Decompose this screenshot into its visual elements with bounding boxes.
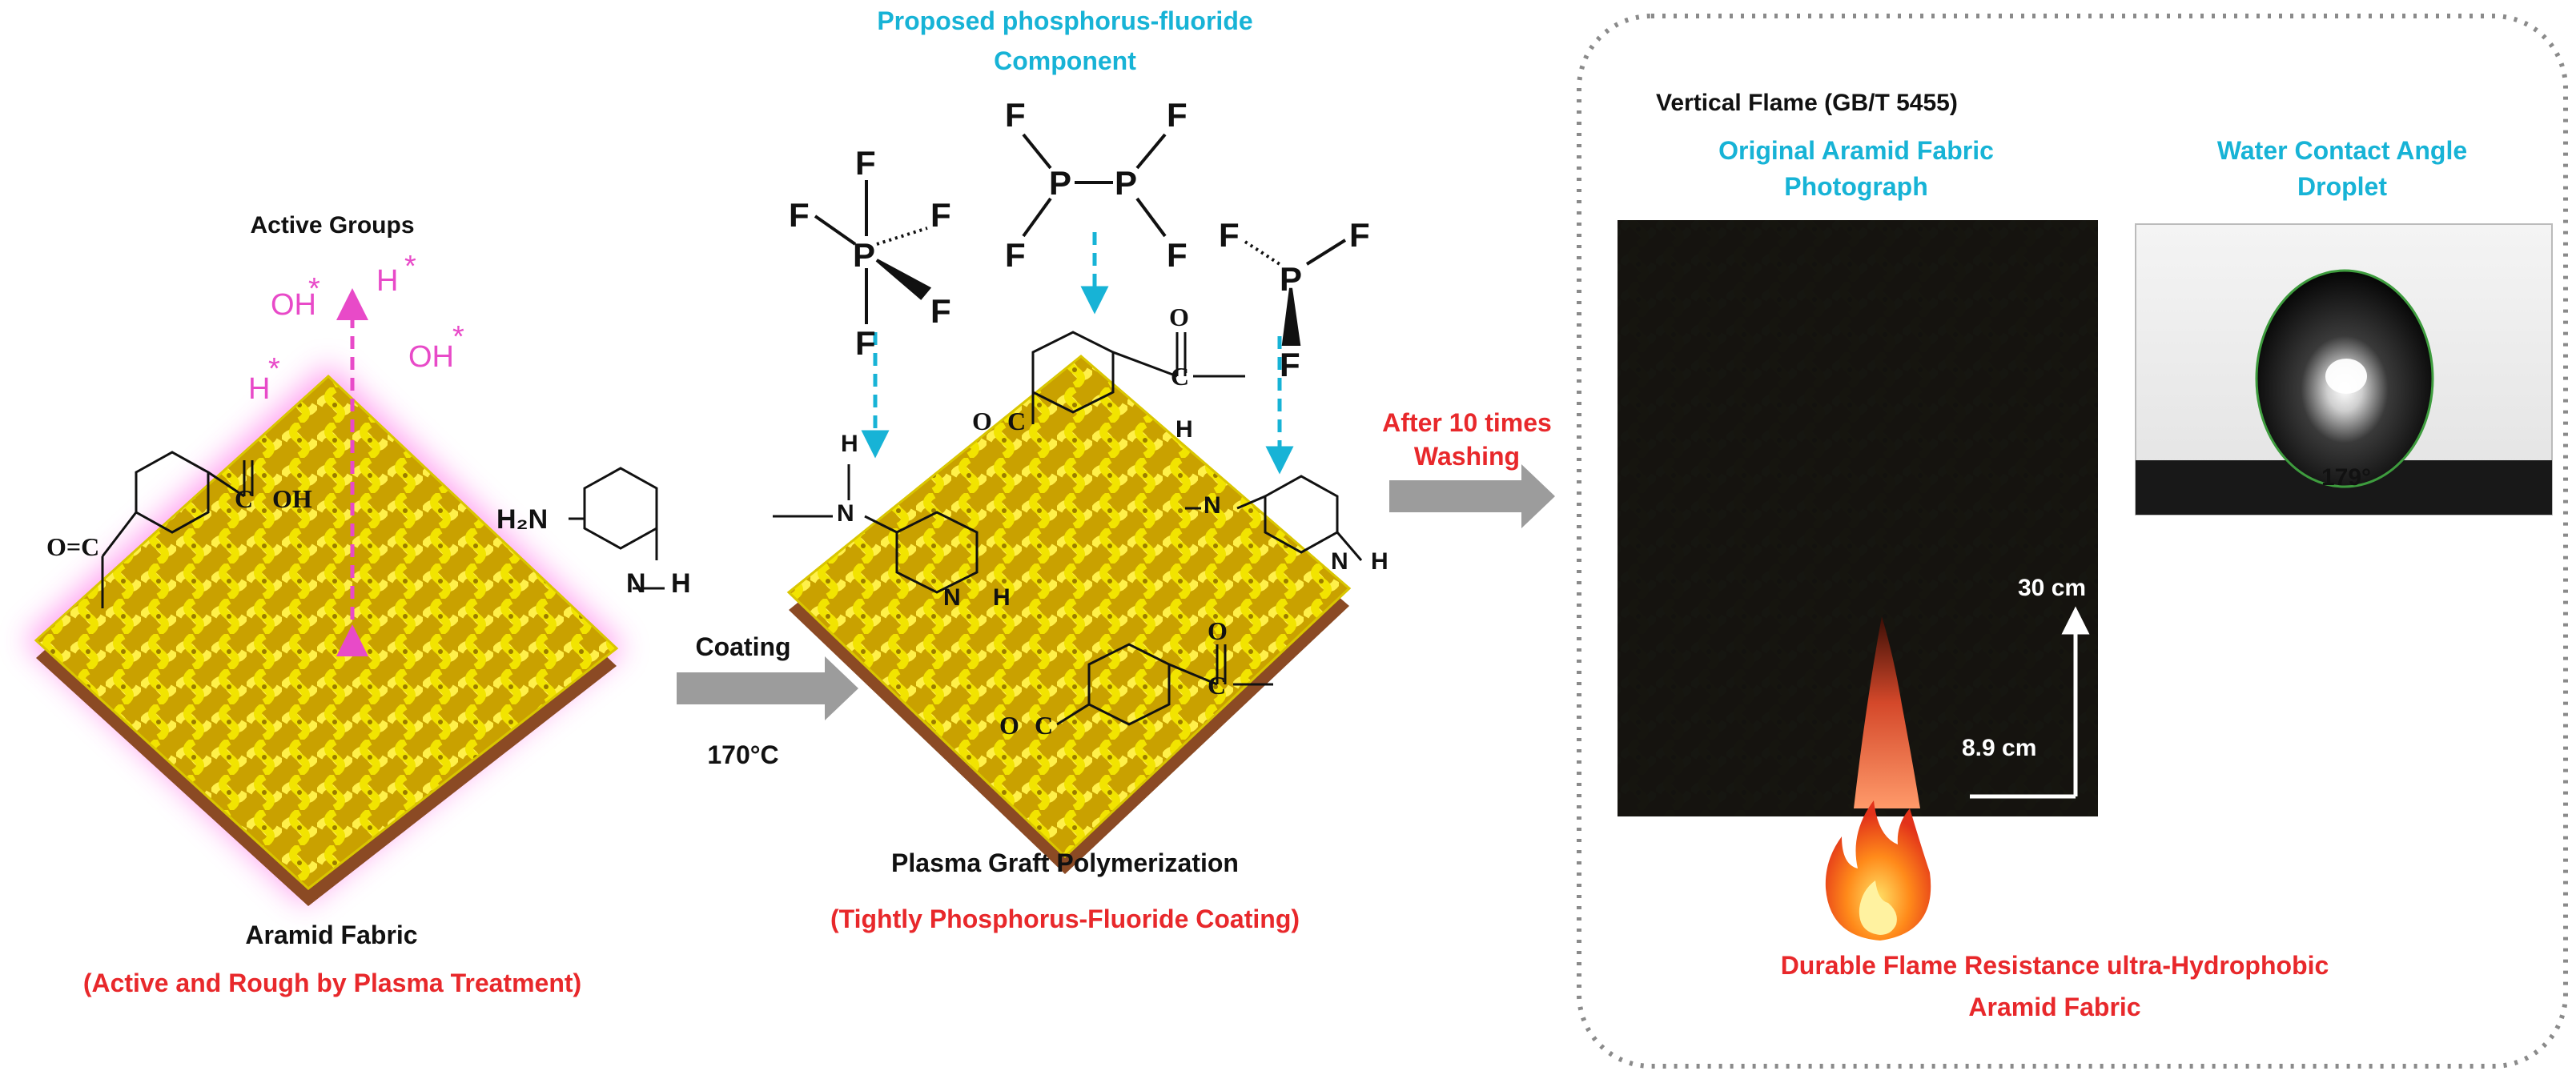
washing-arrow xyxy=(1389,464,1555,528)
pf6-molecule xyxy=(814,180,932,324)
atom-n: N xyxy=(1331,548,1348,575)
result-label: Durable Flame Resistance ultra-Hydrophob… xyxy=(1780,951,2329,980)
atom-o: O xyxy=(1208,616,1228,645)
atom-f: F xyxy=(1005,236,1026,274)
proposed-title: Proposed phosphorus-fluoride xyxy=(877,6,1253,35)
h-radical: H xyxy=(376,264,399,298)
fabric-surface xyxy=(34,374,619,890)
wca-title-line2: Droplet xyxy=(2297,172,2387,201)
atom-f: F xyxy=(1219,216,1240,254)
aramid-fabric-label: Aramid Fabric xyxy=(245,921,418,949)
atom-f: F xyxy=(1280,346,1300,383)
process-label: Plasma Graft Polymerization xyxy=(891,848,1239,877)
benzene-ring-left xyxy=(895,511,979,594)
atom-f: F xyxy=(930,196,951,234)
fire-icon xyxy=(1825,800,1931,941)
cooh-hydroxyl: OH xyxy=(272,484,312,513)
atom-n: N xyxy=(837,500,854,527)
atom-c: C xyxy=(1171,362,1190,391)
atom-c: C xyxy=(1035,711,1054,740)
atom-o: O xyxy=(972,407,992,435)
atom-h: H xyxy=(1371,548,1388,575)
flame-trace xyxy=(1854,616,1920,808)
panel-title: Vertical Flame (GB/T 5455) xyxy=(1656,90,1958,116)
atom-f: F xyxy=(855,144,876,182)
coating-arrow xyxy=(677,656,858,720)
temperature-label: 170°C xyxy=(707,740,779,769)
height-label: 30 cm xyxy=(2018,575,2087,601)
atom-o: O xyxy=(999,711,1019,740)
result-label-line2: Aramid Fabric xyxy=(1968,993,2141,1021)
active-groups-title: Active Groups xyxy=(250,212,415,239)
atom-f: F xyxy=(1167,96,1188,134)
atom-f: F xyxy=(1167,236,1188,274)
atom-o: O xyxy=(1169,303,1189,331)
wca-photo xyxy=(2135,223,2553,515)
photo-title: Original Aramid Fabric xyxy=(1718,136,1994,165)
atom-n: N xyxy=(943,584,961,611)
oh-radical: OH xyxy=(271,288,316,322)
oh-radical: OH xyxy=(408,340,454,374)
atom-c: C xyxy=(1007,407,1027,435)
atom-f: F xyxy=(1005,96,1026,134)
atom-h: H xyxy=(841,431,858,457)
left-molecules xyxy=(101,451,665,608)
fabric-photo xyxy=(1618,220,2098,816)
atom-n: N xyxy=(1204,492,1221,519)
plasma-treatment-note: (Active and Rough by Plasma Treatment) xyxy=(82,969,582,997)
component-arrows xyxy=(861,232,1294,475)
radical-star: * xyxy=(268,352,280,386)
middle-molecules xyxy=(773,331,1363,726)
process-note: (Tightly Phosphorus-Fluoride Coating) xyxy=(830,905,1300,933)
photo-title-line2: Photograph xyxy=(1784,172,1928,201)
benzene-ring-right xyxy=(583,467,658,550)
pf3-molecule xyxy=(1244,239,1347,346)
atom-h: H xyxy=(1175,416,1193,443)
atom-p: P xyxy=(853,236,876,274)
radical-star: * xyxy=(452,320,464,354)
atom-f: F xyxy=(789,196,810,234)
atom-p: P xyxy=(1049,164,1072,202)
washing-label: After 10 times xyxy=(1382,408,1552,437)
wca-title: Water Contact Angle xyxy=(2216,136,2468,165)
atom-h: H xyxy=(993,584,1011,611)
coating-label: Coating xyxy=(695,632,791,661)
amine-label: H₂N xyxy=(496,504,549,535)
atom-p: P xyxy=(1115,164,1138,202)
proposed-title-line2: Component xyxy=(994,46,1136,75)
nh-hydrogen: H xyxy=(671,568,691,599)
radical-star: * xyxy=(308,272,320,306)
h-radical: H xyxy=(248,372,271,406)
atom-f: F xyxy=(855,324,876,362)
atom-f: F xyxy=(930,292,951,330)
width-label: 8.9 cm xyxy=(1962,735,2037,761)
left-fabric xyxy=(24,364,625,906)
contact-angle-value: 179° xyxy=(2321,464,2372,491)
washing-label-line2: Washing xyxy=(1413,442,1521,471)
fabric-surface xyxy=(786,355,1352,859)
cooh-carbon: C xyxy=(235,484,254,513)
radical-star: * xyxy=(404,250,416,283)
atom-c: C xyxy=(1208,671,1227,700)
middle-fabric xyxy=(786,355,1352,874)
p2f4-molecule xyxy=(1022,133,1167,238)
atom-f: F xyxy=(1349,216,1370,254)
atom-p: P xyxy=(1280,260,1303,298)
carbonyl-label: O=C xyxy=(46,532,100,561)
nh-nitrogen: N xyxy=(626,568,646,599)
